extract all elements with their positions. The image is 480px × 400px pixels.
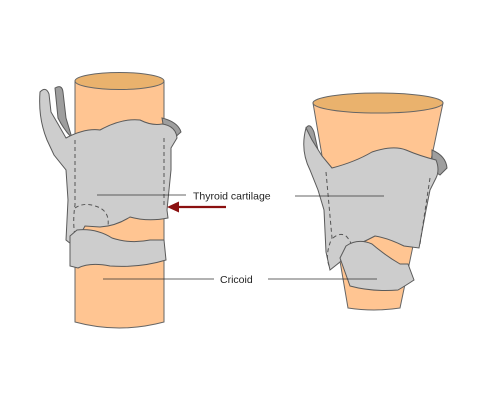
left-airway-opening <box>74 72 165 90</box>
right-cricoid <box>339 240 415 291</box>
right-airway-opening <box>312 92 444 114</box>
right-thyroid-cartilage <box>303 126 439 271</box>
right-larynx-illustration <box>303 92 448 311</box>
left-hidden-edge-dashed <box>73 140 109 241</box>
thyroid-cartilage-label: Thyroid cartilage <box>193 191 271 203</box>
left-thyroid-horn-back <box>54 86 73 139</box>
left-larynx-illustration <box>39 72 182 329</box>
left-cricoid <box>69 229 167 269</box>
arrow-left-icon <box>167 201 226 213</box>
cricoid-label: Cricoid <box>220 274 253 286</box>
